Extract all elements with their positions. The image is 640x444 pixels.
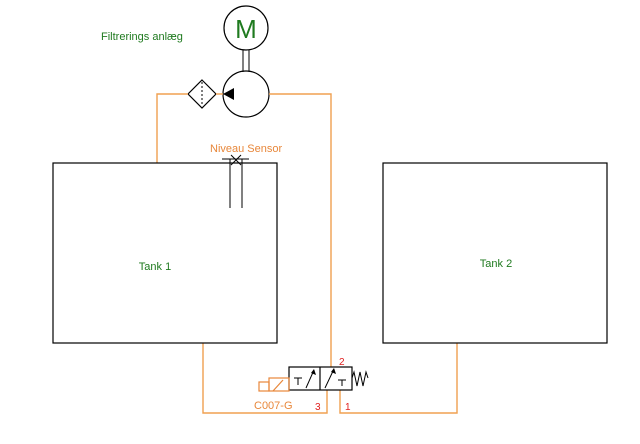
filter-diamond (187, 79, 217, 109)
tank-1 (52, 162, 278, 344)
filter (187, 79, 217, 109)
pipe-valve-tank2 (339, 343, 458, 414)
pipe-pump-valve (269, 93, 332, 367)
tank-2 (382, 162, 608, 344)
solenoid-actuator (258, 377, 290, 392)
tank-2-label: Tank 2 (480, 258, 512, 270)
system-title: Filtrerings anlæg (101, 31, 183, 43)
level-sensor-label: Niveau Sensor (210, 143, 282, 155)
pipe-filter-tank1 (156, 93, 188, 163)
motor-letter: M (235, 14, 257, 44)
pipe-tank1-valve (202, 343, 328, 414)
pump-flow-arrow (223, 88, 234, 100)
level-sensor (222, 154, 249, 208)
motor-shaft (242, 50, 250, 72)
port-3-label: 3 (315, 402, 321, 413)
port-2-label: 2 (339, 357, 345, 368)
directional-valve (288, 366, 369, 391)
tank-1-label: Tank 1 (139, 261, 171, 273)
pump (222, 70, 270, 118)
motor-circle (223, 5, 269, 51)
pipes (156, 93, 458, 414)
valve-code-label: C007-G (254, 400, 293, 412)
port-1-label: 1 (345, 402, 351, 413)
motor: M (223, 5, 269, 51)
